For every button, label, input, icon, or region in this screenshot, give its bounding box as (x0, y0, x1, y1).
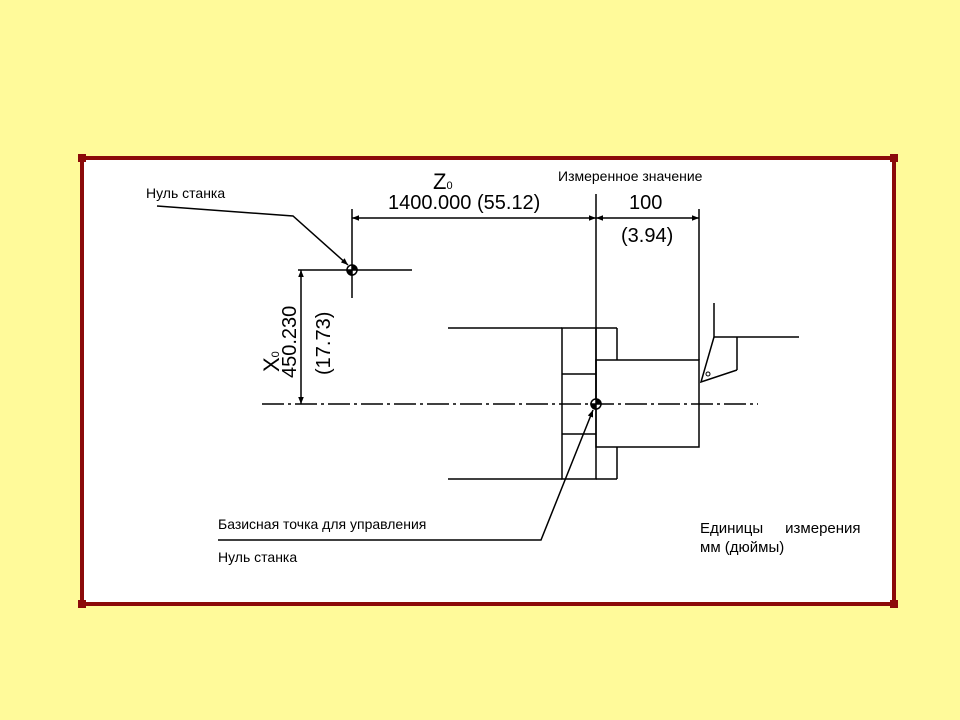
measured-value-mm: 100 (629, 192, 663, 214)
label-machine-zero-top: Нуль станка (146, 185, 226, 201)
control-reference-point-icon (590, 398, 602, 410)
label-machine-zero-bottom: Нуль станка (218, 549, 298, 565)
leader-machine-zero-top (156, 205, 349, 266)
units-mm-inches: мм (дюймы) (700, 539, 785, 556)
units-note: Единицы измерения мм (дюймы) (700, 519, 861, 557)
x0-value: 450.230 (279, 305, 301, 378)
z0-symbol: Z0 (433, 169, 453, 194)
leader-reference-point (218, 409, 594, 541)
diagram-frame-fill (82, 158, 894, 604)
x0-inches: (17.73) (313, 311, 335, 375)
cutting-tool (699, 336, 738, 384)
diagram-frame-border (80, 156, 896, 606)
units-word: Единицы (700, 520, 764, 537)
z0-value: 1400.000 (55.12) (388, 192, 541, 214)
label-measured-value: Измеренное значение (558, 168, 703, 184)
machine-zero-point-icon (346, 264, 358, 276)
label-reference-point: Базисная точка для управления (218, 516, 427, 532)
frame-corner-marks (78, 154, 898, 608)
units-measure-word: измерения (785, 520, 861, 537)
measured-value-inches: (3.94) (621, 225, 674, 247)
